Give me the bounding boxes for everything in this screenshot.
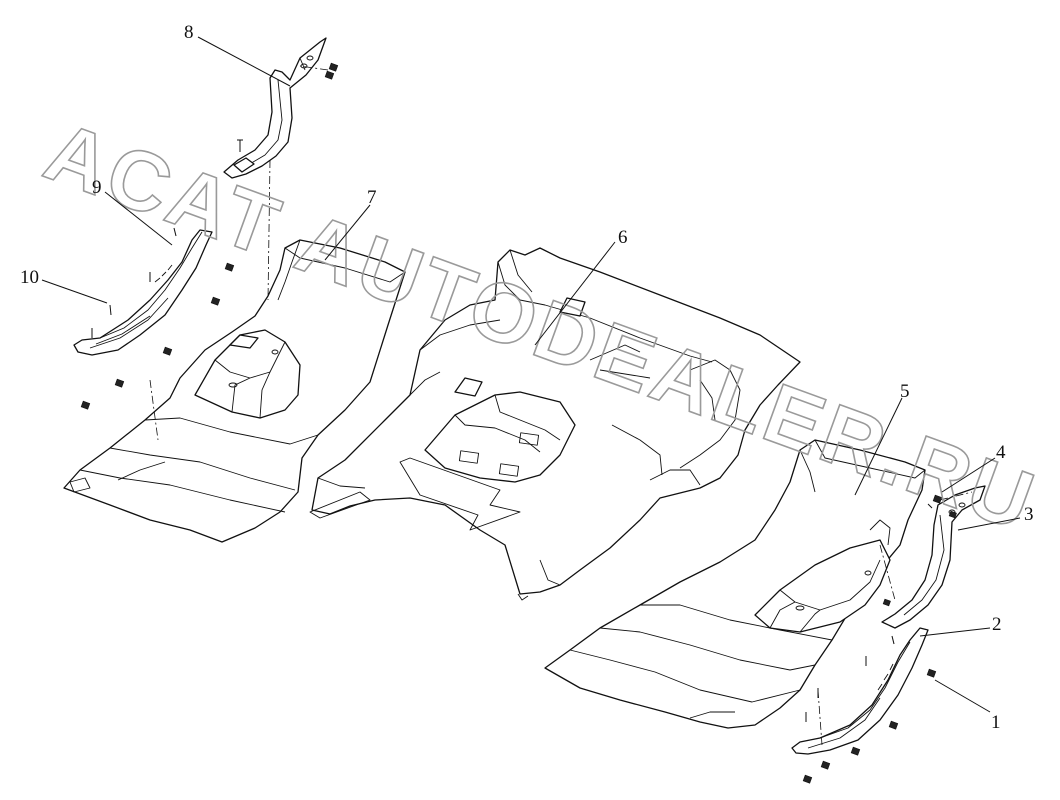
fastener-screws <box>91 139 933 722</box>
callout-1: 1 <box>991 712 1001 733</box>
callout-8: 8 <box>184 22 194 43</box>
callout-2: 2 <box>992 614 1002 635</box>
leader-lines <box>41 36 1021 713</box>
center-floor-mat <box>309 247 801 601</box>
fastener-clips <box>80 62 957 784</box>
callout-10: 10 <box>20 267 39 288</box>
callout-5: 5 <box>900 381 910 402</box>
right-pillar-trim <box>881 485 986 629</box>
right-sill-plate <box>791 627 929 755</box>
callout-labels: 1 2 3 4 5 6 7 8 9 10 <box>20 22 1034 733</box>
right-floor-mat <box>544 439 926 729</box>
callout-4: 4 <box>996 442 1006 463</box>
callout-7: 7 <box>367 187 377 208</box>
callout-3: 3 <box>1024 504 1034 525</box>
left-sill-plate <box>73 229 213 356</box>
callout-9: 9 <box>92 177 102 198</box>
callout-6: 6 <box>618 227 628 248</box>
left-floor-mat <box>63 239 406 543</box>
upper-left-pillar-trim <box>223 37 327 179</box>
